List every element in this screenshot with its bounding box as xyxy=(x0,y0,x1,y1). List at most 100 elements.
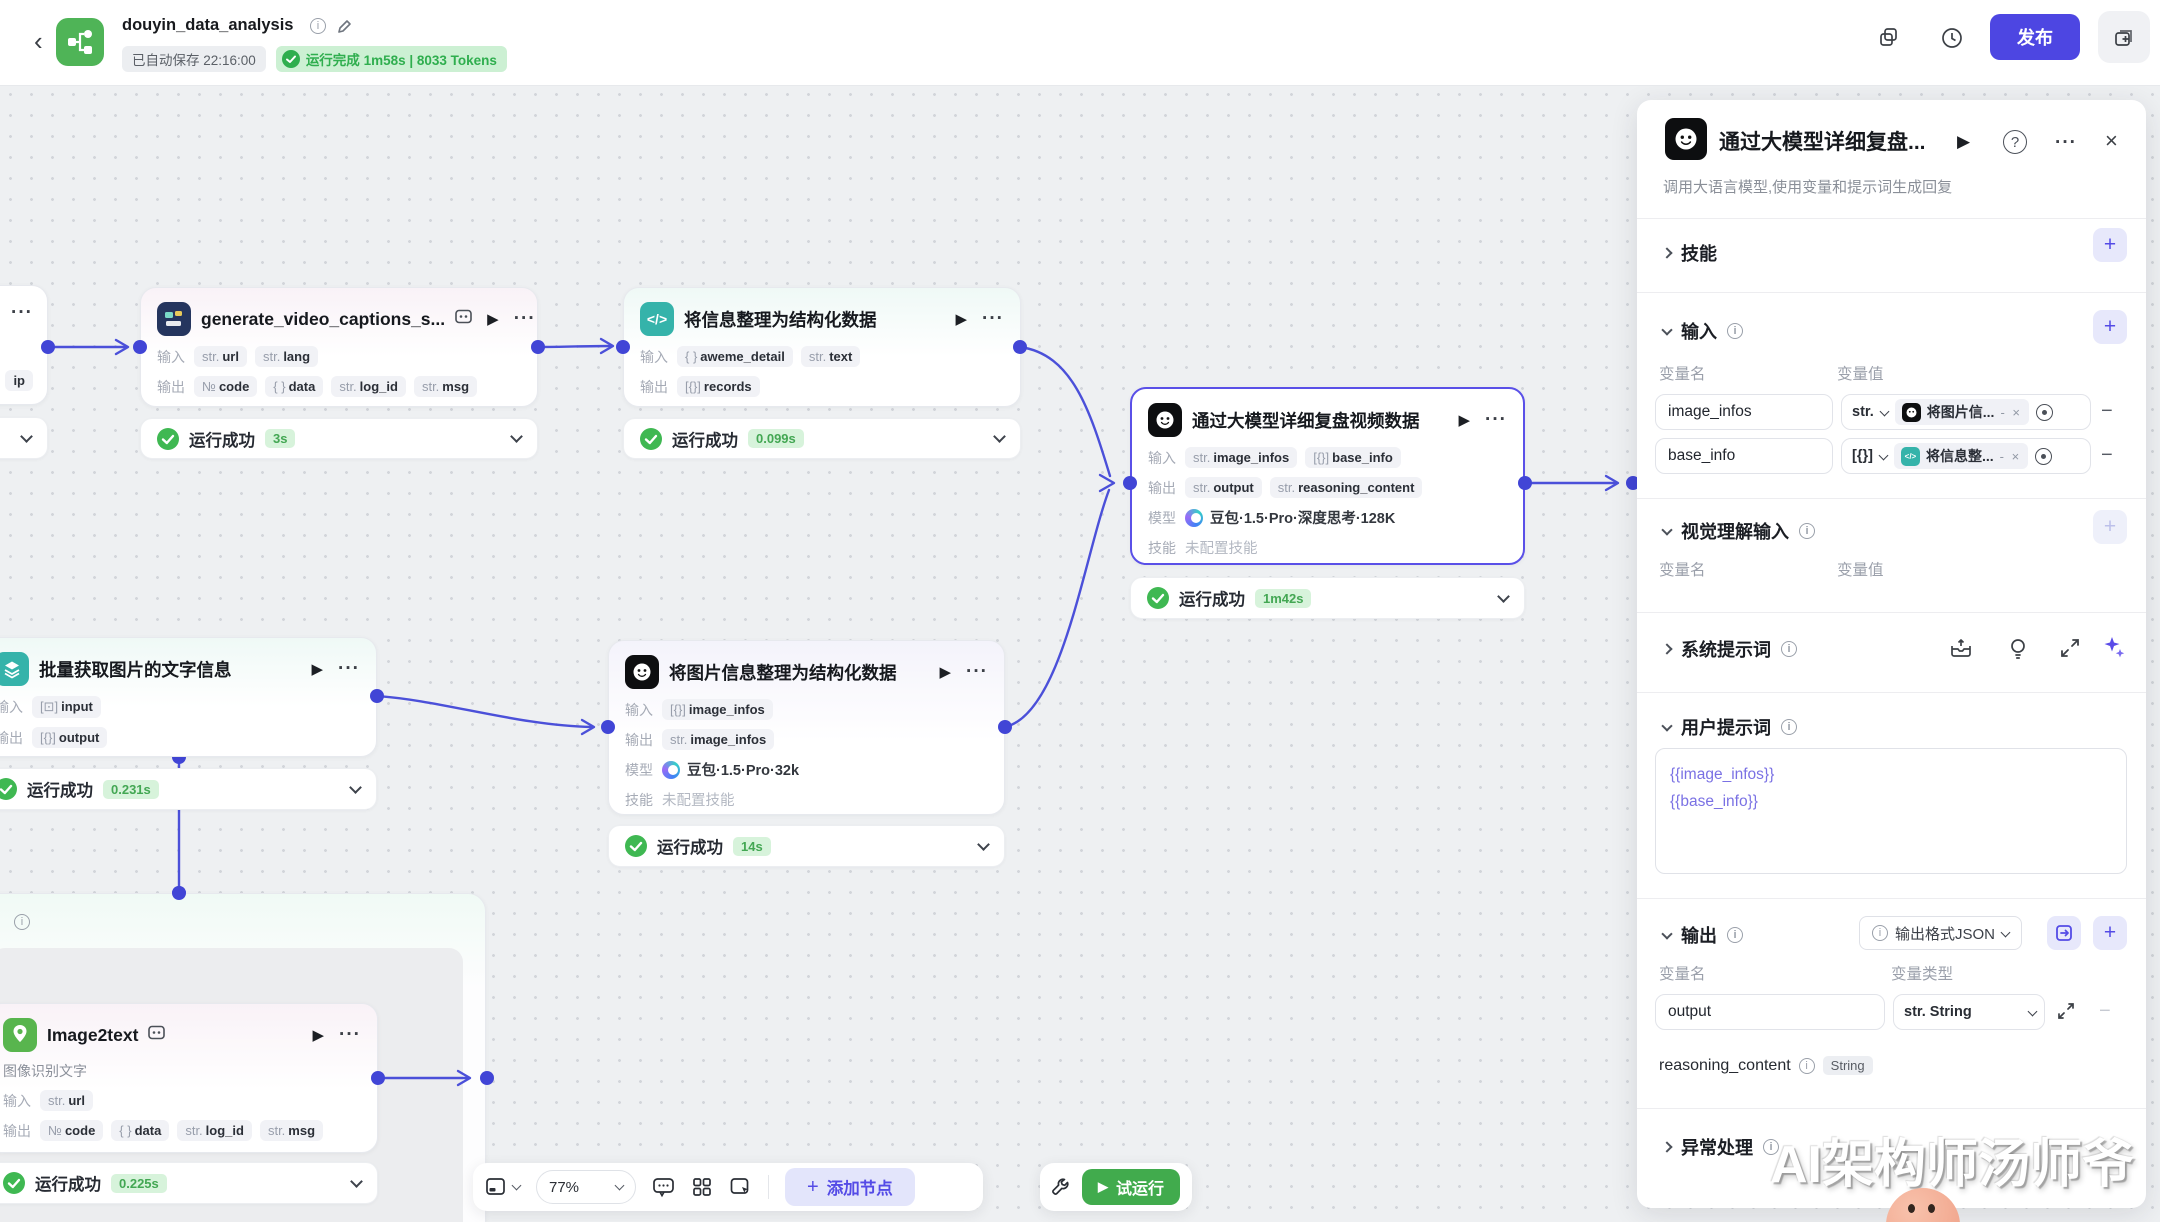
copy-icon[interactable] xyxy=(1878,26,1900,53)
more-icon[interactable]: ··· xyxy=(338,658,360,679)
input-value-combo[interactable]: str. 将图片信...- × xyxy=(1841,394,2091,430)
more-icon[interactable]: ··· xyxy=(11,302,33,323)
publish-button[interactable]: 发布 xyxy=(1990,14,2080,60)
node-status-bar[interactable]: 运行成功 0.099s xyxy=(623,418,1021,459)
input-name-field[interactable] xyxy=(1655,394,1833,430)
variable-chip: str.msg xyxy=(413,376,478,397)
chevron-down-icon xyxy=(1661,523,1673,536)
node-llm-review[interactable]: 通过大模型详细复盘视频数据 ▶ ··· 输入 str.image_infos [… xyxy=(1130,387,1525,565)
comment-icon[interactable] xyxy=(652,1176,675,1198)
node-batch-ocr[interactable]: 批量获取图片的文字信息 ▶ ··· 输入 [⊡]input 输出 [{}]out… xyxy=(0,637,377,757)
test-run-button[interactable]: ▶试运行 xyxy=(1082,1169,1181,1205)
node-status-bar[interactable]: 运行成功 3s xyxy=(140,418,538,459)
output-type-select[interactable]: str. String xyxy=(1893,994,2045,1030)
model-label: 模型 xyxy=(1148,509,1176,526)
more-icon[interactable]: ··· xyxy=(982,308,1004,329)
section-skill[interactable]: 技能 xyxy=(1661,240,1717,266)
input-value-combo[interactable]: [{}] </> 将信息整...- × xyxy=(1841,438,2091,474)
add-input-button[interactable]: + xyxy=(2093,310,2127,344)
prompt-library-icon[interactable] xyxy=(1949,636,1973,665)
add-node-button[interactable]: +添加节点 xyxy=(785,1168,915,1206)
run-node-icon[interactable]: ▶ xyxy=(487,311,499,328)
divider xyxy=(1637,498,2146,499)
minimap-toggle-icon[interactable] xyxy=(485,1176,522,1198)
node-structify-info[interactable]: </> 将信息整理为结构化数据 ▶ ··· 输入 { }aweme_detail… xyxy=(623,287,1021,407)
more-icon[interactable]: ··· xyxy=(513,308,536,329)
output-name-field[interactable] xyxy=(1655,994,1885,1030)
back-button[interactable]: ‹ xyxy=(34,26,43,56)
node-status-bar[interactable]: 运行成功 1m42s xyxy=(1130,577,1525,619)
select-tool-icon[interactable] xyxy=(729,1176,752,1198)
zoom-select[interactable]: 77% xyxy=(536,1170,636,1204)
workflow-title: douyin_data_analysis xyxy=(122,16,294,34)
node-start-status[interactable] xyxy=(0,417,48,459)
expand-icon[interactable] xyxy=(2060,638,2080,663)
chevron-down-icon xyxy=(993,430,1006,443)
close-icon[interactable]: × xyxy=(2105,128,2118,153)
status-text: 运行成功 xyxy=(657,839,723,857)
divider xyxy=(1637,292,2146,293)
node-generate-video-captions[interactable]: generate_video_captions_s... ▶ ··· 输入 st… xyxy=(140,287,538,407)
more-icon[interactable]: ··· xyxy=(339,1024,361,1045)
wrench-icon[interactable] xyxy=(1050,1176,1072,1198)
lightbulb-icon[interactable] xyxy=(2006,636,2030,665)
node-status-bar[interactable]: 运行成功 0.231s xyxy=(0,768,377,810)
expand-icon[interactable] xyxy=(2057,1002,2075,1025)
run-node-icon[interactable]: ▶ xyxy=(1458,412,1471,429)
output-label: 输出 xyxy=(3,1122,31,1139)
add-skill-button[interactable]: + xyxy=(2093,228,2127,262)
layout-grid-icon[interactable] xyxy=(691,1176,713,1198)
run-node-icon[interactable]: ▶ xyxy=(939,664,952,681)
more-icon[interactable]: ··· xyxy=(1485,409,1507,430)
status-time: 0.225s xyxy=(111,1173,167,1193)
run-node-icon[interactable]: ▶ xyxy=(1957,132,1971,151)
more-icon[interactable]: ··· xyxy=(966,661,988,682)
run-node-icon[interactable]: ▶ xyxy=(311,661,324,678)
new-window-icon[interactable] xyxy=(2098,11,2150,63)
chevron-down-icon xyxy=(2000,927,2011,937)
node-status-bar[interactable]: 运行成功 14s xyxy=(608,825,1005,867)
output-import-icon[interactable] xyxy=(2047,916,2081,950)
variable-chip: str.output xyxy=(1185,477,1262,498)
output-format-select[interactable]: i 输出格式JSON xyxy=(1859,916,2023,950)
ref-settings-icon[interactable] xyxy=(2035,403,2053,421)
input-name-field[interactable] xyxy=(1655,438,1833,474)
run-node-icon[interactable]: ▶ xyxy=(312,1027,325,1044)
divider xyxy=(1637,1108,2146,1109)
divider xyxy=(1637,898,2146,899)
remove-row-icon[interactable]: − xyxy=(2101,400,2113,422)
variable-chip: [⊡]input xyxy=(32,696,101,718)
status-text: 运行成功 xyxy=(1179,591,1245,609)
type-badge: String xyxy=(1822,1056,1873,1075)
help-icon[interactable]: ? xyxy=(2003,130,2027,154)
column-header: 变量类型 xyxy=(1891,966,1954,983)
history-icon[interactable] xyxy=(1940,26,1964,55)
info-icon[interactable]: i xyxy=(310,18,326,34)
user-prompt-editor[interactable]: {{image_infos}} {{base_info}} xyxy=(1655,748,2127,874)
edit-icon[interactable] xyxy=(336,18,353,40)
node-title: 通过大模型详细复盘视频数据 xyxy=(1192,410,1420,431)
run-node-icon[interactable]: ▶ xyxy=(955,311,968,328)
remove-row-icon[interactable]: − xyxy=(2101,444,2113,466)
column-header: 变量值 xyxy=(1837,366,1884,383)
ai-sparkle-icon[interactable] xyxy=(2101,634,2127,665)
node-img-structify[interactable]: 将图片信息整理为结构化数据 ▶ ··· 输入 [{}]image_infos 输… xyxy=(608,640,1005,815)
node-start-partial[interactable]: ··· ip xyxy=(0,285,48,405)
output-label: 输出 xyxy=(1148,479,1176,496)
run-complete-badge[interactable]: 运行完成 1m58s | 8033 Tokens xyxy=(275,46,507,72)
ref-variable-chip[interactable]: </> 将信息整...- × xyxy=(1893,443,2029,469)
ref-variable-chip[interactable]: 将图片信...- × xyxy=(1894,399,2029,425)
ref-settings-icon[interactable] xyxy=(2035,447,2053,465)
chevron-down-icon xyxy=(20,429,33,443)
node-status-bar[interactable]: 运行成功 0.225s xyxy=(0,1162,378,1204)
add-output-button[interactable]: + xyxy=(2093,916,2127,950)
more-icon[interactable]: ··· xyxy=(2055,132,2077,153)
